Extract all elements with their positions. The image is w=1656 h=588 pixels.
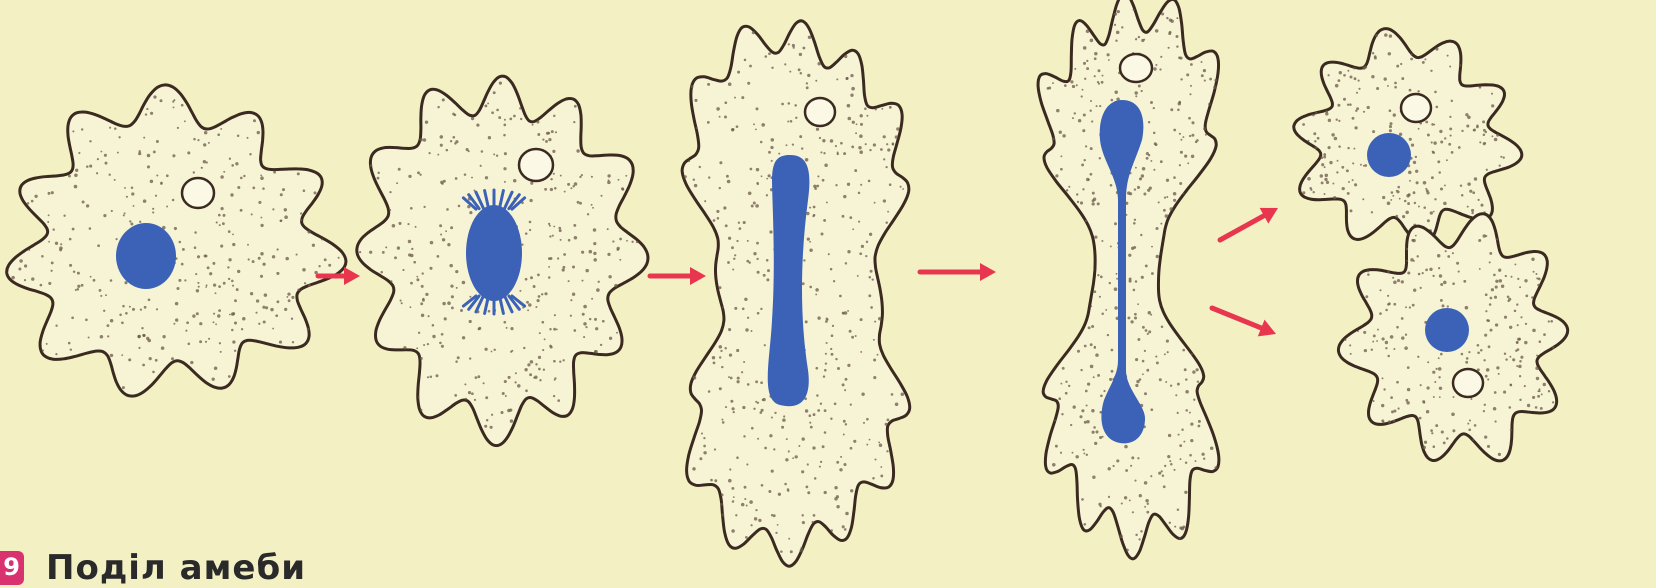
amoeba-daughter-top [1294, 29, 1522, 244]
contractile-vacuole-icon [1120, 54, 1152, 82]
nucleus-icon [116, 223, 176, 289]
amoeba-daughter-bottom [1338, 214, 1567, 461]
figure-number-badge: 9 [0, 551, 24, 585]
arrow-up-right-icon [1220, 208, 1278, 240]
contractile-vacuole-icon [182, 178, 214, 208]
arrow-right-icon [650, 267, 706, 285]
amoeba-stage-4-membrane [1038, 0, 1219, 559]
amoeba-stage-3 [682, 21, 910, 566]
contractile-vacuole-icon [1401, 94, 1431, 122]
contractile-vacuole-icon [805, 98, 835, 126]
nucleus-icon [1425, 308, 1469, 352]
spindle-nucleus-icon [466, 205, 522, 301]
contractile-vacuole-icon [1453, 369, 1483, 397]
arrow-right-icon [920, 263, 996, 281]
contractile-vacuole-icon [519, 149, 553, 181]
amoeba-stage-1 [7, 85, 346, 396]
amoeba-stage-1-membrane [7, 85, 346, 396]
figure-caption: 9 Поділ амеби [0, 548, 306, 588]
figure-caption-text: Поділ амеби [46, 548, 306, 588]
amoeba-stage-4 [1038, 0, 1219, 559]
nucleus-icon [1367, 133, 1411, 177]
amoeba-stage-2 [357, 76, 648, 445]
arrow-down-right-icon [1212, 308, 1276, 336]
